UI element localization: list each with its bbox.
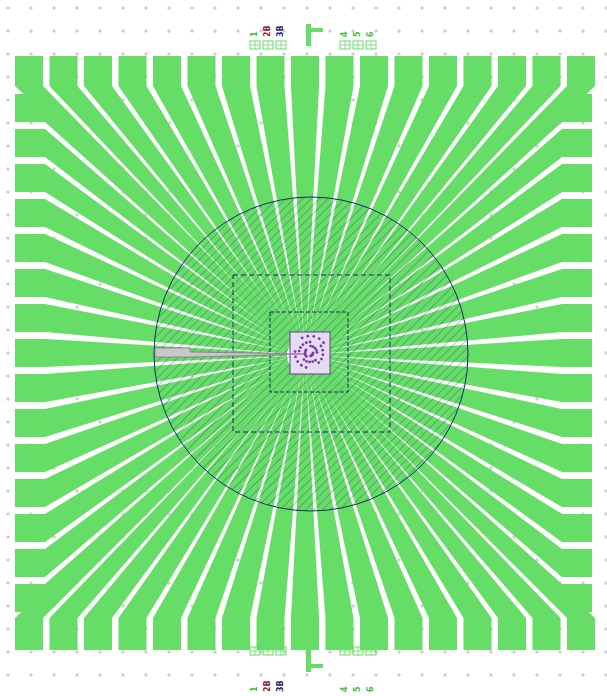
layer-label: 2B: [264, 25, 272, 37]
layer-label: 3B: [277, 25, 285, 37]
grid-marks: [6, 6, 607, 677]
inner-square: [270, 312, 348, 392]
layer-label: 4: [341, 31, 349, 37]
layer-label: 6: [367, 686, 375, 692]
layer-label: 2B: [264, 680, 272, 692]
alignment-marks: [250, 24, 376, 672]
die-cluster: [294, 335, 325, 369]
hatched-circle: [154, 197, 468, 511]
layer-label: 1: [251, 31, 259, 37]
probe-stub: [155, 348, 305, 357]
layer-label: 1: [251, 686, 259, 692]
layer-label: 4: [341, 686, 349, 692]
layer-label: 5: [354, 686, 362, 692]
layer-label: 6: [367, 31, 375, 37]
layer-label: 3B: [277, 680, 285, 692]
fanout-traces: [15, 86, 595, 618]
layer-label: 5: [354, 31, 362, 37]
die-square: [290, 332, 330, 374]
bond-pads: [15, 56, 595, 650]
